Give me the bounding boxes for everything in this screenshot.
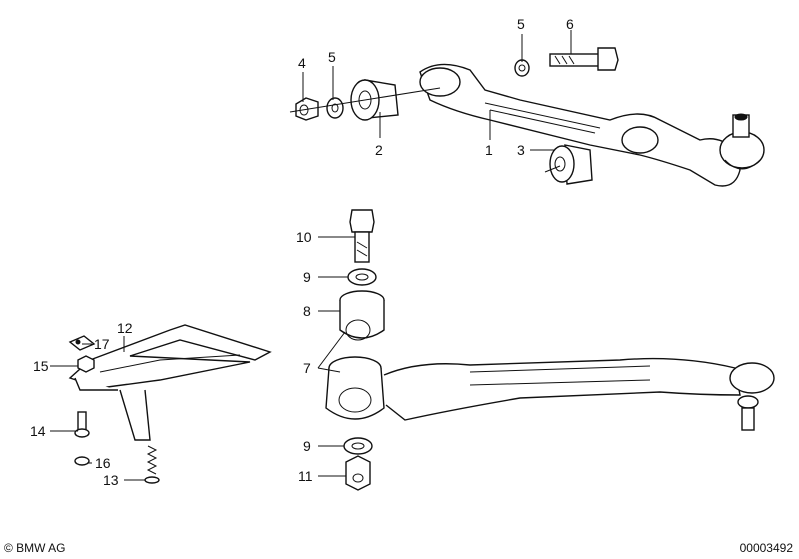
callout-12: 12 [117, 320, 133, 336]
bolt-6 [549, 47, 619, 71]
washer-5-left [326, 97, 344, 119]
callout-1: 1 [485, 142, 493, 158]
nut-15 [77, 355, 95, 373]
callout-7: 7 [303, 360, 311, 376]
shield-plate-12 [68, 324, 272, 441]
clip-nut-17 [68, 335, 96, 351]
control-arm-upper [419, 63, 765, 187]
callout-2: 2 [375, 142, 383, 158]
callout-9: 9 [303, 438, 311, 454]
washer-16 [74, 456, 90, 466]
screw-13 [144, 445, 160, 484]
document-number: 00003492 [739, 541, 793, 555]
callout-4: 4 [298, 55, 306, 71]
washer-5-right [514, 59, 530, 77]
callout-10: 10 [296, 229, 312, 245]
callout-16: 16 [95, 455, 111, 471]
callout-15: 15 [33, 358, 49, 374]
callout-17: 17 [94, 336, 110, 352]
callout-5: 5 [328, 49, 336, 65]
callout-13: 13 [103, 472, 119, 488]
callout-11: 11 [298, 468, 313, 484]
bolt-10 [349, 209, 375, 263]
copyright-text: © BMW AG [4, 541, 66, 555]
leader-lines [50, 30, 572, 481]
callout-6: 6 [566, 16, 574, 32]
nut-11 [345, 455, 371, 491]
callout-14: 14 [30, 423, 46, 439]
rubber-bushing-2 [350, 79, 399, 121]
screw-14 [74, 411, 90, 438]
bushing-8 [339, 290, 385, 341]
washer-9-lower [343, 437, 373, 455]
callout-8: 8 [303, 303, 311, 319]
washer-9-upper [347, 268, 377, 286]
rubber-bushing-3 [544, 144, 593, 185]
callout-9: 9 [303, 269, 311, 285]
callout-5: 5 [517, 16, 525, 32]
callout-3: 3 [517, 142, 525, 158]
control-arm-lower [325, 356, 775, 431]
